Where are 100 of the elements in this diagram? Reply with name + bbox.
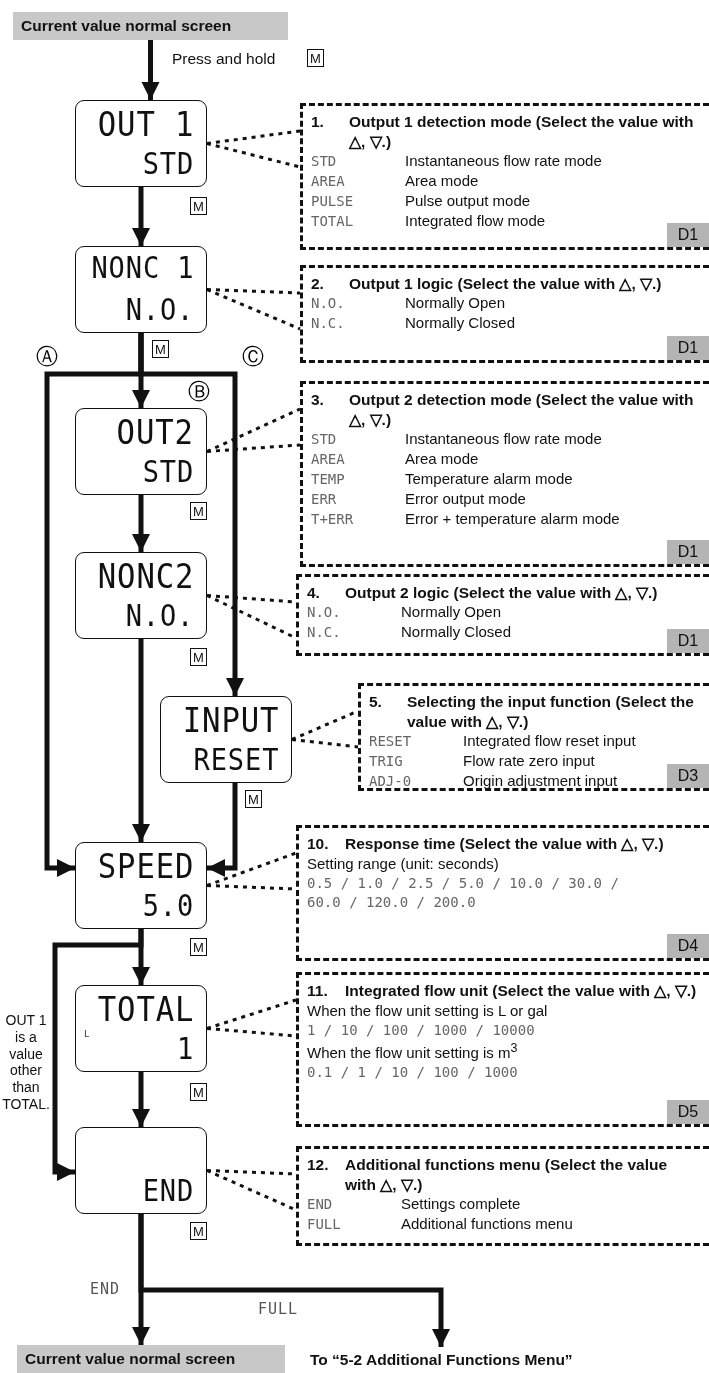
key-label: M [307,49,324,67]
step-number: 2. [311,274,325,294]
option-description: Normally Closed [401,623,512,642]
option-description: Instantaneous flow rate mode [405,430,602,450]
section-tag: D4 [667,934,709,958]
leader-line [205,998,298,1038]
option-description: Normally Open [401,603,502,622]
branch-marker: Ⓐ [36,346,58,368]
lcd-text: OUT2 [116,415,194,449]
leader-line [205,288,302,331]
option-description: Integrated flow reset input [463,732,636,752]
arrow [138,333,244,696]
dashed-panel [300,103,709,250]
arrow [138,1214,450,1347]
lcd-option: AREA [311,450,345,470]
option-description: Normally Open [405,294,506,313]
dashed-panel [300,265,709,363]
lcd-option: N.C. [307,623,341,642]
branch-marker: Ⓒ [242,346,264,368]
lcd-screen [75,552,207,639]
lcd-option: TOTAL [311,211,354,231]
section-tag: D1 [667,223,709,247]
key-label: M [190,648,207,666]
lcd-text: STD [142,149,194,179]
lcd-text: INPUT [182,703,279,737]
setting-note: Setting range (unit: seconds) [307,854,500,875]
step-number: 11. [307,981,329,1001]
lcd-screen [75,842,207,929]
branch-marker: Ⓑ [188,381,210,403]
option-description: Area mode [405,450,479,469]
step-heading: Integrated flow unit (Select the value with △, ▽.) [345,981,698,1001]
arrow [132,187,150,246]
leader-line [205,407,302,453]
lcd-screen [75,246,207,333]
arrow [52,929,144,1181]
step-heading: Selecting the input function (Select the value with △, ▽.) [407,692,695,733]
arrow [132,639,150,842]
option-description: Pulse output mode [405,192,531,211]
arrow [132,1072,150,1127]
option-description: Settings complete [401,1195,521,1215]
lcd-screen [75,1127,207,1214]
step-heading: Response time (Select the value with △, ▽.) [345,834,665,854]
lcd-option: STD [311,430,337,450]
lcd-text: RESET [193,745,279,775]
lcd-text: N.O. [125,295,194,325]
note-text: Press and hold [172,50,276,68]
arrow [141,40,160,100]
lcd-option: ERR [311,489,337,509]
lcd-indicator: L [84,1030,90,1039]
lcd-screen [75,985,207,1072]
lcd-text: NONC 1 [91,253,194,283]
key-label: M [190,1083,207,1101]
lcd-option: TRIG [369,752,403,772]
lcd-option: N.O. [311,294,345,314]
section-tag: D1 [667,629,709,653]
key-label: M [190,938,207,956]
setting-note: When the flow unit setting is m$^{3}$ [307,1039,519,1063]
section-tag: D1 [667,336,709,360]
step-number: 12. [307,1155,330,1175]
arrow [132,495,150,552]
dashed-panel [358,683,709,791]
section-tag: D1 [667,540,709,564]
option-description: Area mode [405,172,479,191]
step-number: 10. [307,834,330,854]
option-description: Integrated flow mode [405,212,546,231]
destination-text: To “5-2 Additional Functions Menu” [310,1351,640,1371]
lcd-screen [75,100,207,187]
arrow [207,783,238,877]
step-heading: Output 1 logic (Select the value with △, ▽.) [349,274,663,294]
lcd-option: RESET [369,732,412,752]
lcd-option: AREA [311,172,345,192]
lcd-screen [160,696,292,783]
lcd-option: STD [311,152,337,172]
dashed-panel [296,972,709,1127]
lcd-option: PULSE [311,192,354,211]
option-description: Error + temperature alarm mode [405,509,620,529]
section-tag: D3 [667,764,709,788]
step-number: 4. [307,583,321,603]
lcd-values: 1 / 10 / 100 / 1000 / 10000 [307,1021,536,1040]
lcd-text: SPEED [97,849,194,883]
lcd-text: 1 [176,1034,194,1064]
step-heading: Output 2 detection mode (Select the value with △, ▽.) [349,390,695,431]
dashed-panel [296,825,709,961]
lcd-option: FULL [307,1215,341,1235]
option-description: Origin adjustment input [463,772,618,791]
key-label: M [190,197,207,215]
key-label: M [190,1222,207,1240]
option-description: Normally Closed [405,314,516,333]
lcd-text: 5.0 [142,891,194,921]
option-description: Instantaneous flow rate mode [405,152,602,172]
step-heading: Additional functions menu (Select the value with △, ▽.) [345,1155,669,1196]
step-heading: Output 2 logic (Select the value with △, ▽.) [345,583,659,603]
dashed-panel [296,1146,709,1246]
leader-line [205,851,298,891]
lcd-text: OUT 1 [97,107,194,141]
lcd-text: NONC2 [97,559,194,593]
step-heading: Output 1 detection mode (Select the value with △, ▽.) [349,112,695,153]
lcd-values: 0.5 / 1.0 / 2.5 / 5.0 / 10.0 / 30.0 / 60.0 / 120.0 / 200.0 [307,874,620,911]
key-label: M [190,502,207,520]
step-number: 5. [369,692,383,712]
